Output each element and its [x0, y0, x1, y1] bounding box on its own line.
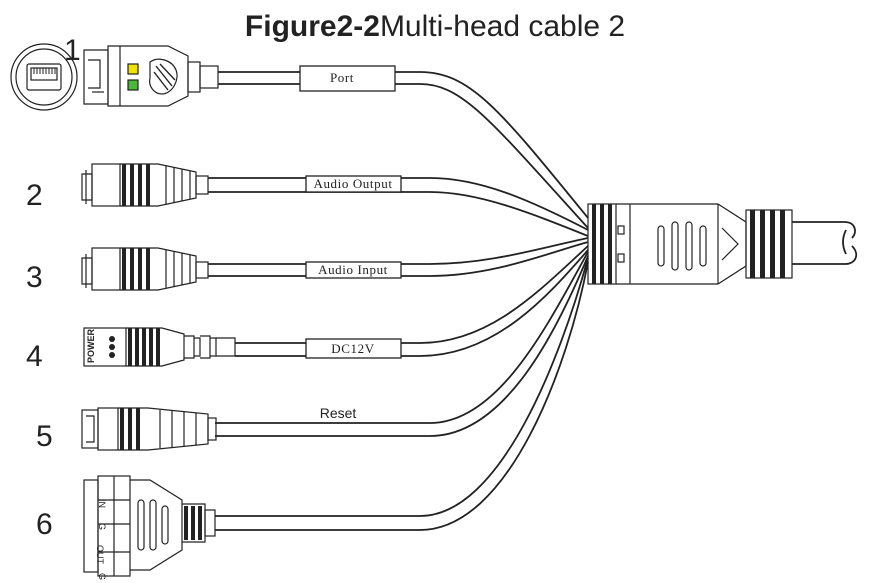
pin-dot-icon — [109, 344, 115, 350]
audio-input-label: Audio Input — [318, 262, 388, 277]
connector-number-6: 6 — [36, 508, 53, 541]
pin-label-g1: G — [97, 523, 107, 530]
led-green-icon — [127, 79, 139, 91]
connector-number-2: 2 — [26, 179, 43, 212]
pin-dot-icon — [109, 352, 115, 358]
figure-title: Figure2-2Multi-head cable 2 — [245, 10, 625, 43]
wire-label-audio-input: Audio Input — [305, 261, 402, 279]
pin-label-out: OUT — [95, 545, 105, 565]
connector-number-3: 3 — [26, 261, 43, 294]
audio-input-connector — [81, 247, 209, 291]
connector-number-5: 5 — [36, 420, 53, 453]
port-label: Port — [330, 70, 354, 85]
cable-wires — [208, 71, 858, 531]
figure-caption: Multi-head cable 2 — [380, 10, 625, 43]
main-junction-connector — [587, 203, 793, 285]
led-yellow-icon — [127, 63, 139, 75]
connector-number-4: 4 — [26, 340, 43, 373]
reset-connector — [81, 407, 217, 451]
wire-label-dc12v: DC12V — [305, 338, 402, 359]
pin-dot-icon — [109, 336, 115, 342]
rj45-port-connector — [10, 43, 219, 111]
dc12v-power-connector: POWER — [83, 327, 236, 367]
wire-label-port: Port — [299, 65, 396, 92]
pin-label-g2: G — [97, 573, 107, 580]
wire-label-audio-output: Audio Output — [305, 175, 402, 193]
reset-label: Reset — [320, 405, 357, 421]
dc12v-label: DC12V — [331, 341, 374, 356]
alarm-terminal-connector: IN G OUT G — [83, 475, 216, 580]
connector-number-1: 1 — [64, 34, 81, 67]
power-jack-text: POWER — [86, 328, 96, 363]
audio-output-connector — [81, 163, 209, 207]
audio-output-label: Audio Output — [313, 176, 392, 191]
figure-number: Figure2-2 — [245, 10, 380, 43]
pin-label-in: IN — [97, 499, 107, 508]
